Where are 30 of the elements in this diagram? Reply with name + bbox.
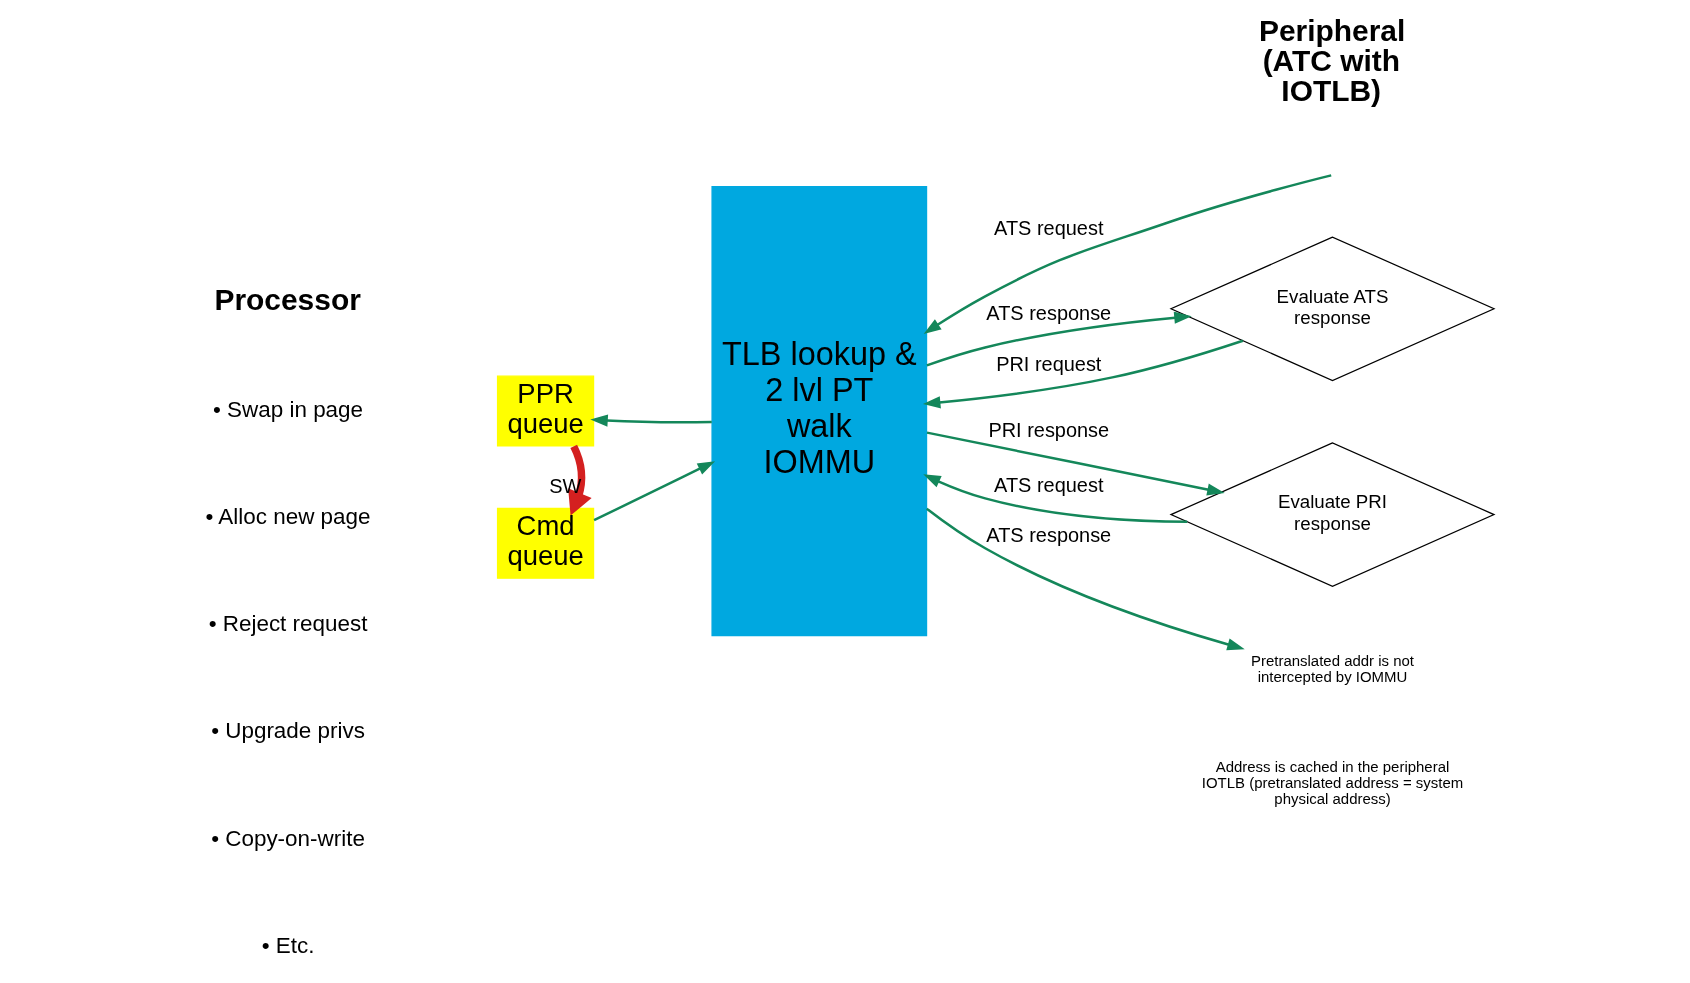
label: • Reject request — [208, 611, 367, 637]
arrow — [923, 174, 1331, 334]
edge-label: ATS request — [993, 473, 1103, 496]
label: Processor — [213, 283, 361, 317]
label: • Swap in page — [212, 396, 363, 422]
label: • Etc. — [261, 932, 314, 958]
edge-label: ATS request — [993, 216, 1103, 239]
arrow — [593, 461, 715, 522]
arrow — [567, 444, 592, 516]
arrow — [926, 431, 1225, 496]
label: • Alloc new page — [205, 503, 371, 529]
node-box: TLB lookup & 2 lvl PT walk IOMMU — [710, 185, 927, 637]
node-diamond: Evaluate PRI response — [1168, 442, 1496, 587]
edge-label: ATS response — [985, 301, 1111, 324]
edge-label: PRI request — [995, 352, 1101, 375]
node-box: Cmd queue — [496, 507, 594, 579]
label: Address is cached in the peripheral IOTLB (pretranslated address = system physical address) — [1201, 757, 1463, 808]
arrow — [922, 474, 1187, 524]
node-text: Pretranslated addr is not intercepted by IOMMU — [1250, 652, 1414, 686]
edge-label: PRI response — [987, 419, 1109, 441]
arrow — [925, 311, 1192, 367]
arrow — [589, 414, 712, 427]
arrow — [925, 507, 1245, 651]
label: • Copy-on-write — [210, 825, 365, 851]
label: Peripheral (ATC with IOTLB) — [1258, 13, 1405, 107]
edge-label: ATS response — [985, 523, 1111, 546]
node-diamond: Evaluate ATS response — [1168, 236, 1496, 382]
label: • Upgrade privs — [210, 718, 365, 744]
node-box: PPR queue — [496, 375, 594, 447]
arrow — [922, 339, 1243, 409]
